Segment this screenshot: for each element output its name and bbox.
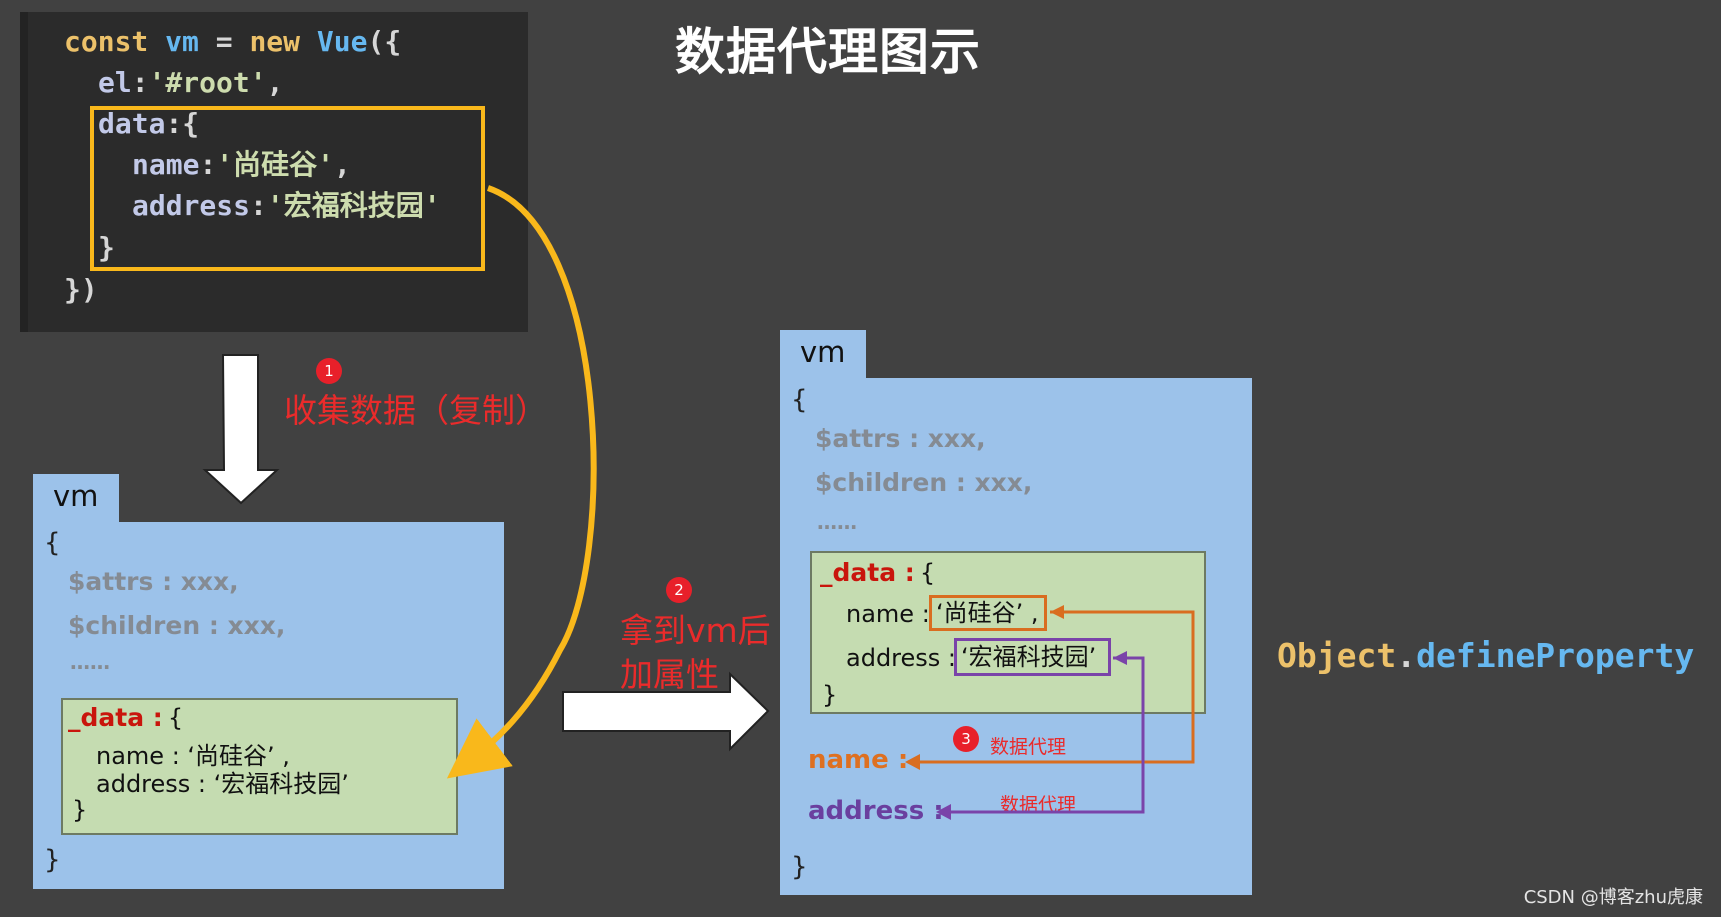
code-line-6: } — [98, 231, 115, 264]
step-2-badge: 2 — [666, 577, 692, 603]
code-line-2: el:'#root', — [98, 66, 284, 99]
vm-right-attrs: $attrs : xxx, — [815, 424, 986, 453]
address-proxy-arrow — [943, 656, 1145, 814]
vm-left-data-box — [61, 698, 458, 835]
vm-right-open-brace: { — [791, 385, 808, 415]
vm-right-tab: vm — [780, 330, 866, 380]
code-panel: const vm = new Vue({ el:'#root', data:{ … — [20, 12, 528, 332]
vm-left-data-close: } — [72, 796, 88, 824]
vm-right-address-prefix: address : — [846, 644, 957, 672]
name-proxy-arrowhead-top — [1050, 605, 1064, 619]
vm-right-children: $children : xxx, — [815, 468, 1033, 497]
vm-right-ellipsis: …… — [817, 510, 857, 534]
watermark: CSDN @博客zhu虎康 — [1523, 887, 1703, 908]
copy-curve-arrow — [446, 185, 597, 779]
step-1-label: 收集数据（复制） — [284, 391, 548, 430]
code-line-5: address:'宏福科技园' — [132, 189, 441, 222]
vm-left-open-brace: { — [44, 528, 61, 558]
name-proxy-arrowhead-bottom — [905, 754, 920, 770]
vm-right-name-prefix: name : — [846, 600, 930, 628]
vm-right-close-brace: } — [791, 852, 808, 882]
vm-left-children: $children : xxx, — [68, 611, 286, 640]
address-proxy-arrowhead-bottom — [936, 804, 951, 820]
name-proxy-arrow — [912, 610, 1195, 764]
step-2-label-line2: 加属性 — [620, 655, 719, 694]
object-define-property: Object.defineProperty — [1277, 636, 1695, 675]
step-1-badge: 1 — [316, 358, 342, 384]
vm-left-address-line: address : ‘宏福科技园’ — [96, 770, 349, 798]
vm-right-data-box — [810, 551, 1206, 714]
address-proxy-arrowhead-top — [1113, 651, 1127, 665]
vm-right-proxy-name: name : — [808, 745, 909, 775]
vm-right-data-close: } — [822, 681, 838, 709]
vm-left-attrs: $attrs : xxx, — [68, 567, 239, 596]
vm-right-name-value: ‘尚硅谷’ , — [929, 595, 1047, 631]
vm-right-proxy-address: address : — [808, 796, 944, 826]
vm-left-name-line: name : ‘尚硅谷’ , — [96, 742, 290, 770]
vm-left-close-brace: } — [44, 845, 61, 875]
code-line-4: name:'尚硅谷', — [132, 148, 351, 181]
vm-right-address-value: ‘宏福科技园’ — [954, 638, 1111, 676]
code-line-3: data:{ — [98, 107, 200, 140]
vm-left-data-header: _data : { — [68, 703, 184, 732]
vm-left-tab: vm — [33, 474, 119, 524]
step-3-badge: 3 — [953, 726, 979, 752]
vm-right-data-header: _data : { — [820, 558, 936, 587]
vm-left-ellipsis: …… — [70, 650, 110, 674]
step-3-label: 数据代理 — [990, 736, 1067, 758]
data-highlight-box — [90, 106, 485, 271]
code-line-7: }) — [64, 273, 98, 306]
page-title: 数据代理图示 — [675, 23, 981, 81]
down-arrow — [202, 354, 280, 505]
code-line-1: const vm = new Vue({ — [64, 25, 402, 58]
right-arrow — [562, 671, 770, 752]
step-2-label-line1: 拿到vm后 — [620, 611, 771, 650]
